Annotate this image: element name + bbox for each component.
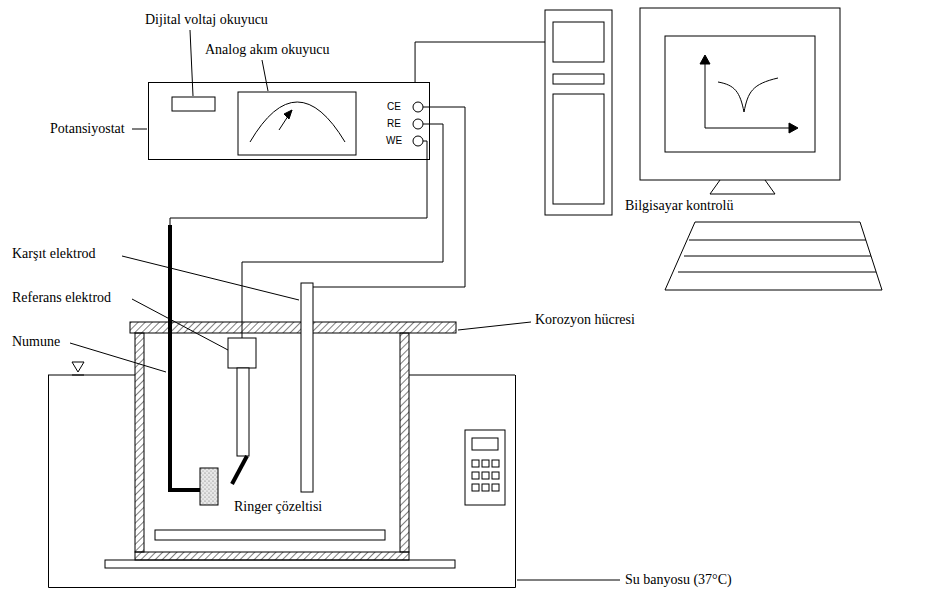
computer-label: Bilgisayar kontrolü (625, 198, 734, 214)
cell-bottom (135, 552, 409, 560)
terminal (413, 102, 423, 112)
electrode-label: Karşıt elektrod (12, 246, 96, 262)
bath-label: Su banyosu (37°C) (625, 572, 732, 588)
terminal-name: RE (387, 118, 401, 130)
water-level (48, 375, 135, 376)
ce-wire (307, 107, 465, 287)
re-wire (242, 124, 443, 338)
thermostat (465, 430, 505, 505)
digital-display (172, 97, 215, 111)
tray (155, 530, 385, 540)
cell-wall (135, 333, 144, 552)
leader-line (458, 322, 531, 330)
display-label: Dijital voltaj okuyucu (145, 12, 268, 28)
meter-label: Analog akım okuyucu (205, 42, 329, 58)
specimen-label: Numune (12, 334, 60, 350)
cell-cover (130, 322, 456, 333)
electrode-label: Referans elektrod (12, 290, 111, 306)
x-axis (705, 128, 795, 129)
we-wire (170, 141, 427, 225)
specimen-wire (170, 225, 200, 490)
keyboard (665, 222, 882, 290)
tower-panel (553, 94, 604, 204)
drive-slot (553, 74, 604, 84)
terminal-name: CE (387, 101, 401, 113)
specimen (200, 468, 218, 505)
leader-line (190, 30, 193, 96)
y-axis (705, 58, 706, 128)
cable (415, 42, 545, 82)
leader-line (122, 256, 299, 300)
leader-line (262, 60, 268, 91)
polarization-curve (718, 78, 778, 112)
computer-tower (545, 10, 612, 215)
leader-line (517, 580, 620, 581)
water-level (409, 375, 515, 376)
needle-head (284, 110, 292, 119)
terminal-name: WE (386, 135, 402, 147)
reference-electrode-head (228, 338, 256, 368)
meter-arc (250, 102, 345, 142)
water-level-mark (72, 362, 84, 372)
terminal (413, 119, 423, 129)
monitor-stand (710, 180, 775, 194)
counter-electrode (301, 283, 313, 492)
cell-wall (400, 333, 409, 552)
thermostat-display (472, 438, 498, 450)
computer-unit: Bilgisayar kontrolü (545, 8, 885, 298)
solution-label: Ringer çözeltisi (232, 499, 324, 515)
leader-line (70, 343, 166, 372)
terminal (413, 136, 423, 146)
corrosion-cell: Korozyon hücresiRinger çözeltisi (130, 322, 456, 560)
bath-outline (48, 320, 516, 588)
base-plate (105, 560, 455, 568)
reference-electrode-tube (237, 368, 249, 456)
leader-line (132, 129, 147, 130)
luggin-tip (232, 456, 247, 484)
monitor (640, 8, 840, 180)
analog-meter (238, 92, 356, 155)
water-bath: Su banyosu (37°C)Korozyon hücresiRinger … (48, 320, 516, 588)
drive-bay (553, 22, 604, 62)
cell-label: Korozyon hücresi (535, 312, 635, 328)
water-level-mark (72, 375, 84, 376)
screen (665, 36, 815, 152)
device-label: Potansiyostat (50, 121, 125, 137)
meter-needle (279, 110, 292, 130)
